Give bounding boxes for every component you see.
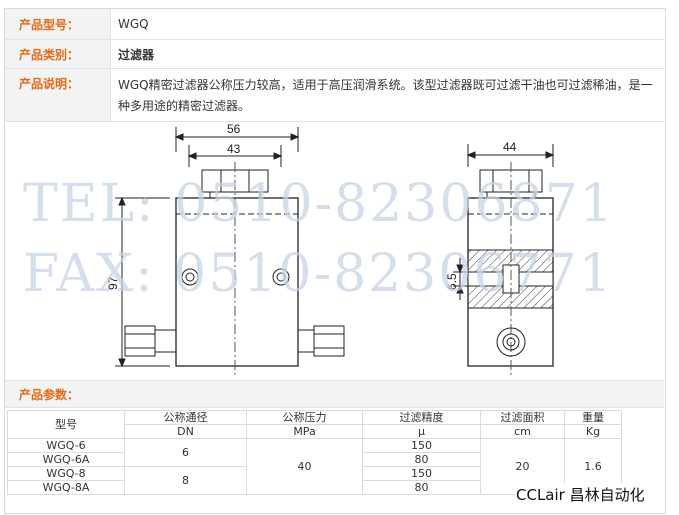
category-value: 过滤器 bbox=[118, 48, 155, 62]
params-label: 产品参数： bbox=[19, 388, 80, 402]
table-row: WGQ-6 6 40 150 20 1.6 bbox=[7, 438, 622, 495]
spec-table: 型号 公称通径 公称压力 过滤精度 过滤面积 重量 DN MPa μ cm Kg… bbox=[7, 410, 622, 495]
model-cell: WGQ-8 bbox=[7, 466, 125, 481]
model-cell: WGQ-8A bbox=[7, 480, 125, 495]
drawing-svg: 56 43 97 44 6.5 bbox=[106, 122, 555, 377]
table-row: WGQ-8A 80 bbox=[7, 480, 622, 495]
dim-97: 97 bbox=[106, 276, 120, 290]
dn-cell: 8 bbox=[124, 466, 247, 495]
header-precision: 过滤精度 bbox=[362, 410, 481, 425]
model-label: 产品型号： bbox=[19, 18, 80, 32]
dim-6-5: 6.5 bbox=[445, 273, 459, 290]
technical-drawing: 56 43 97 44 6.5 TEL: 0510-82306871 FAX: … bbox=[5, 122, 664, 381]
pressure-cell: 40 bbox=[246, 438, 363, 495]
dim-56: 56 bbox=[227, 122, 241, 136]
watermark-fax: FAX: 0510-82306771 bbox=[23, 244, 614, 304]
header-area: 过滤面积 bbox=[480, 410, 565, 425]
precision-cell: 80 bbox=[362, 452, 481, 467]
unit-area: cm bbox=[480, 424, 565, 439]
header-dn: 公称通径 bbox=[124, 410, 247, 425]
description-label: 产品说明： bbox=[19, 77, 80, 91]
precision-cell: 150 bbox=[362, 466, 481, 481]
precision-cell: 80 bbox=[362, 480, 481, 495]
header-weight: 重量 bbox=[564, 410, 622, 425]
model-cell: WGQ-6 bbox=[7, 438, 125, 453]
model-value: WGQ bbox=[118, 17, 149, 31]
table-unit-row: DN MPa μ cm Kg bbox=[8, 424, 622, 439]
row-description: 产品说明： WGQ精密过滤器公称压力较高，适用于高压润滑系统。该型过滤器既可过滤… bbox=[5, 69, 664, 122]
dn-cell: 6 bbox=[124, 438, 247, 467]
description-text: WGQ精密过滤器公称压力较高，适用于高压润滑系统。该型过滤器既可过滤干油也可过滤… bbox=[118, 78, 653, 113]
precision-cell: 150 bbox=[362, 438, 481, 453]
unit-weight: Kg bbox=[564, 424, 622, 439]
header-model: 型号 bbox=[7, 410, 125, 439]
dim-43: 43 bbox=[227, 142, 241, 156]
params-header: 产品参数： bbox=[5, 381, 664, 408]
header-pressure: 公称压力 bbox=[246, 410, 363, 425]
dim-44: 44 bbox=[503, 140, 517, 154]
unit-dn: DN bbox=[124, 424, 247, 439]
category-label: 产品类别： bbox=[19, 48, 80, 62]
product-panel bbox=[4, 8, 666, 514]
row-category: 产品类别： 过滤器 bbox=[5, 40, 664, 69]
table-header-row: 型号 公称通径 公称压力 过滤精度 过滤面积 重量 bbox=[7, 410, 622, 439]
row-model: 产品型号： WGQ bbox=[5, 9, 664, 40]
unit-pressure: MPa bbox=[246, 424, 363, 439]
watermark-tel: TEL: 0510-82306871 bbox=[23, 174, 615, 234]
unit-precision: μ bbox=[362, 424, 481, 439]
model-cell: WGQ-6A bbox=[7, 452, 125, 467]
brand-logo-text: CCLair 昌林自动化 bbox=[514, 484, 647, 505]
